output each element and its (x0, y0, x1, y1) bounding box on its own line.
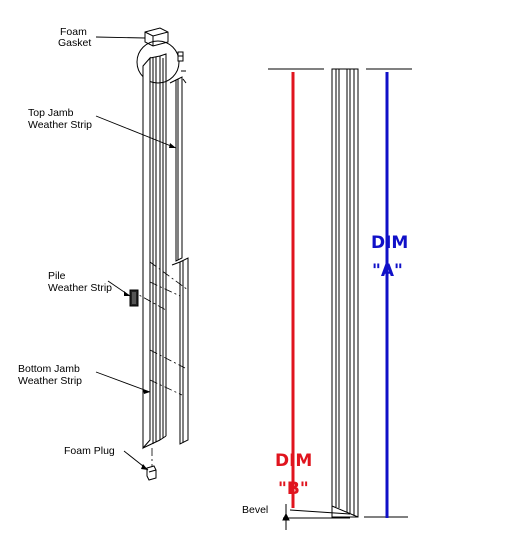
bottom-jamb-weather-strip (171, 257, 189, 445)
detail-circle (136, 40, 180, 84)
label-bottom-jamb-line1: Bottom Jamb (18, 363, 80, 375)
dim-a-label-line1: DIM (371, 233, 408, 253)
label-pile-line2: Weather Strip (48, 282, 112, 294)
label-foam-gasket-line2: Gasket (58, 37, 91, 49)
dim-b-label-line1: DIM (275, 451, 312, 471)
leader-lines (95, 36, 177, 471)
jamb-elevation (268, 68, 412, 530)
label-pile-line1: Pile (48, 270, 66, 282)
label-foam-plug: Foam Plug (64, 445, 115, 457)
assembly-centerlines (129, 261, 189, 468)
screw-part (177, 51, 184, 62)
label-top-jamb-line1: Top Jamb (28, 107, 74, 119)
label-foam-gasket-line1: Foam (60, 26, 87, 38)
dim-b-label-line2: "B" (278, 479, 309, 499)
main-jamb-extrusion (142, 53, 167, 450)
dim-a-label-line2: "A" (372, 261, 403, 281)
leader-arrows (124, 143, 176, 470)
label-bevel: Bevel (242, 504, 268, 516)
pile-weather-strip-part (129, 289, 139, 307)
foam-plug-part (146, 465, 157, 481)
exploded-assembly (95, 27, 189, 481)
top-jamb-weather-strip (169, 76, 183, 262)
label-bottom-jamb-line2: Weather Strip (18, 375, 82, 387)
label-top-jamb-line2: Weather Strip (28, 119, 92, 131)
